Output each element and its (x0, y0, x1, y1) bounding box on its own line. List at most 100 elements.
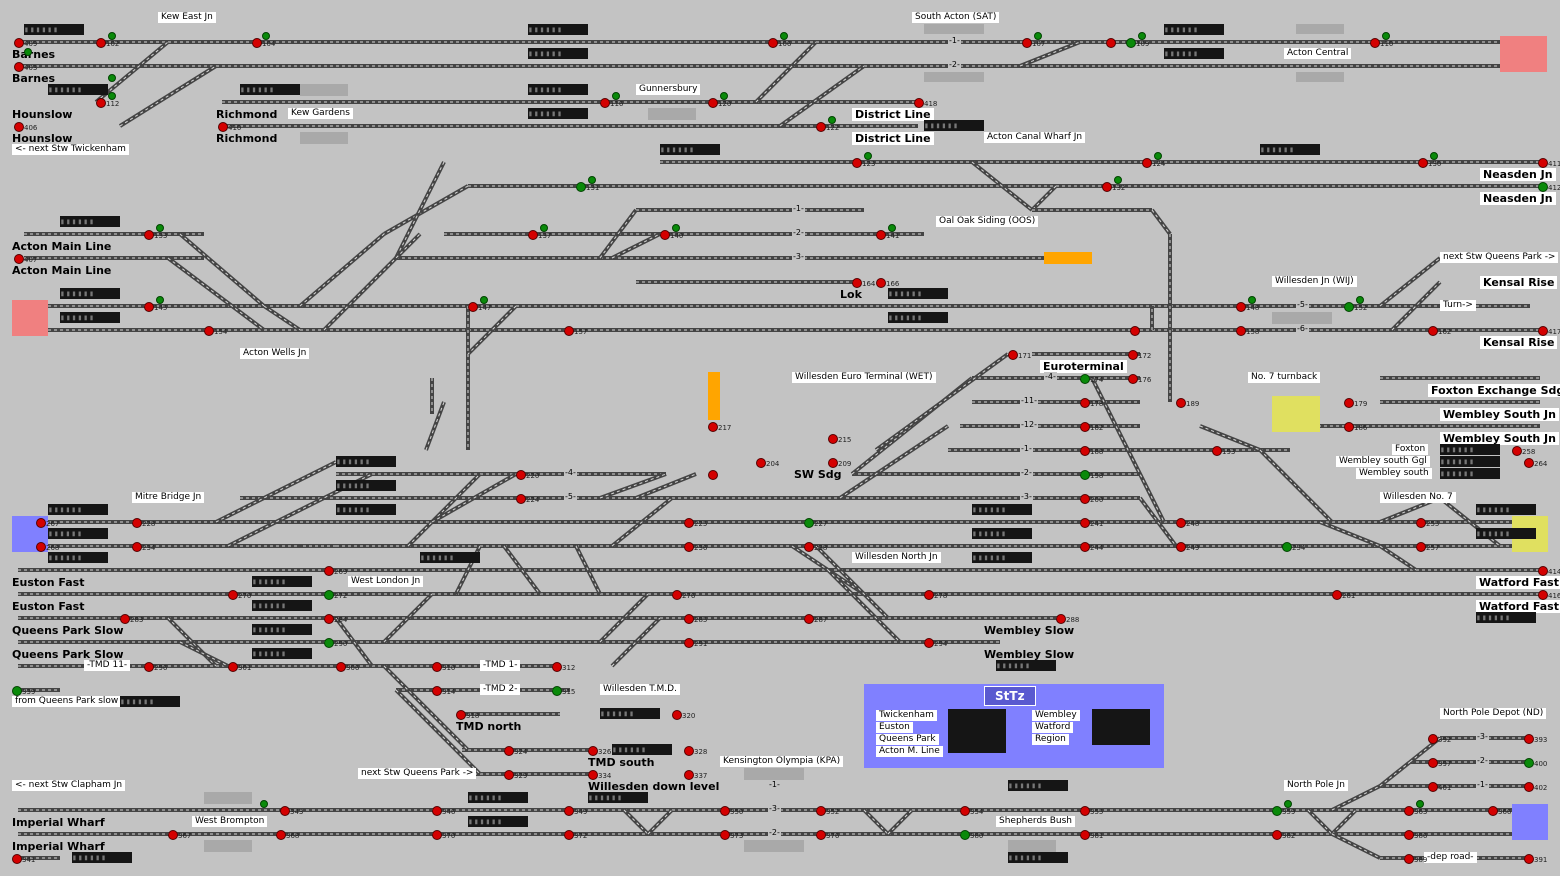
track-diagonal-65[interactable] (467, 305, 517, 355)
signal-114[interactable] (1272, 830, 1282, 840)
track-diagonal-53[interactable] (622, 808, 650, 836)
signal-108[interactable] (432, 830, 442, 840)
track-diagonal-37[interactable] (611, 497, 673, 547)
signal-44[interactable] (828, 434, 838, 444)
signal-118[interactable] (1428, 734, 1438, 744)
signal-127[interactable] (14, 38, 24, 48)
route-block-2[interactable]: ▮▮▮▮▮▮ (60, 216, 120, 227)
signal-47[interactable] (516, 494, 526, 504)
signal-66[interactable] (228, 590, 238, 600)
route-block-34[interactable]: ▮▮▮▮▮▮ (468, 792, 528, 803)
signal-46[interactable] (516, 470, 526, 480)
signal-12[interactable] (1418, 158, 1428, 168)
signal-29[interactable] (1008, 350, 1018, 360)
route-block-37[interactable]: ▮▮▮▮▮▮ (1008, 852, 1068, 863)
track-diagonal-51[interactable] (599, 593, 649, 643)
signal-54[interactable] (1080, 518, 1090, 528)
track-diagonal-6[interactable] (394, 161, 446, 259)
signal-130[interactable] (1538, 182, 1548, 192)
signal-75[interactable] (1056, 614, 1066, 624)
signal-124[interactable] (14, 62, 24, 72)
route-block-28[interactable]: ▮▮▮▮▮▮ (972, 504, 1032, 515)
signal-52[interactable] (684, 542, 694, 552)
track-diagonal-35[interactable] (635, 473, 697, 499)
signal-1[interactable] (252, 38, 262, 48)
signal-20[interactable] (468, 302, 478, 312)
signal-137[interactable] (708, 470, 718, 480)
signal-58[interactable] (1282, 542, 1292, 552)
route-block-18[interactable]: ▮▮▮▮▮▮ (336, 480, 396, 491)
track-diagonal-43[interactable] (815, 545, 889, 619)
track-diagonal-14[interactable] (971, 161, 1033, 211)
track-diagonal-59[interactable] (1331, 833, 1381, 859)
route-block-4[interactable]: ▮▮▮▮▮▮ (60, 312, 120, 323)
signal-0[interactable] (96, 38, 106, 48)
track-diagonal-52[interactable] (611, 617, 661, 667)
track-diagonal-47[interactable] (335, 617, 373, 667)
track-diagonal-58[interactable] (1330, 808, 1358, 836)
track-diagonal-4[interactable] (1019, 41, 1081, 67)
signal-69[interactable] (924, 590, 934, 600)
panel-item-watford[interactable]: Watford (1032, 722, 1074, 733)
signal-53[interactable] (804, 542, 814, 552)
signal-45[interactable] (708, 422, 718, 432)
track-diagonal-39[interactable] (1379, 545, 1417, 571)
signal-120[interactable] (1428, 758, 1438, 768)
route-block-20[interactable]: ▮▮▮▮▮▮ (48, 504, 108, 515)
track-diagonal-22[interactable] (1259, 449, 1333, 523)
turnback-zone[interactable] (1272, 396, 1320, 432)
signal-95[interactable] (12, 854, 22, 864)
signal-79[interactable] (144, 662, 154, 672)
signal-43[interactable] (828, 458, 838, 468)
signal-96[interactable] (280, 806, 290, 816)
signal-101[interactable] (960, 806, 970, 816)
signal-4[interactable] (1126, 38, 1136, 48)
track-diagonal-54[interactable] (646, 808, 674, 836)
route-block-40[interactable]: ▮▮▮▮▮▮ (1476, 528, 1536, 539)
route-block-38[interactable]: ▮▮▮▮▮▮ (72, 852, 132, 863)
track-diagonal-20[interactable] (1391, 281, 1441, 331)
signal-24[interactable] (564, 326, 574, 336)
route-block-23[interactable]: ▮▮▮▮▮▮ (252, 576, 312, 587)
track-diagonal-13[interactable] (323, 233, 421, 331)
signal-59[interactable] (1416, 518, 1426, 528)
track-diagonal-24[interactable] (1091, 377, 1165, 523)
panel-item-wembley[interactable]: Wembley (1032, 710, 1080, 721)
signal-93[interactable] (684, 770, 694, 780)
signal-5[interactable] (1370, 38, 1380, 48)
route-block-1[interactable]: ▮▮▮▮▮▮ (48, 84, 108, 95)
signal-88[interactable] (504, 746, 514, 756)
route-block-9[interactable]: ▮▮▮▮▮▮ (528, 108, 588, 119)
track-diagonal-41[interactable] (1439, 497, 1501, 547)
signal-106[interactable] (168, 830, 178, 840)
signal-9[interactable] (816, 122, 826, 132)
route-block-31[interactable]: ▮▮▮▮▮▮ (120, 696, 180, 707)
track-diagonal-56[interactable] (886, 808, 914, 836)
signal-87[interactable] (672, 710, 682, 720)
route-block-24[interactable]: ▮▮▮▮▮▮ (252, 600, 312, 611)
boundary-zone-north-pole[interactable] (1512, 804, 1548, 840)
signal-81[interactable] (336, 662, 346, 672)
signal-129[interactable] (1538, 158, 1548, 168)
route-block-44[interactable]: ▮▮▮▮▮▮ (1440, 468, 1500, 479)
signal-73[interactable] (684, 614, 694, 624)
signal-89[interactable] (588, 746, 598, 756)
track-diagonal-1[interactable] (119, 65, 217, 127)
track-diagonal-8[interactable] (611, 233, 661, 259)
panel-item-euston[interactable]: Euston (876, 722, 913, 733)
route-block-15[interactable]: ▮▮▮▮▮▮ (888, 288, 948, 299)
track-diagonal-38[interactable] (1319, 521, 1381, 547)
signal-57[interactable] (1176, 542, 1186, 552)
signal-63[interactable] (36, 518, 46, 528)
signal-39[interactable] (1212, 446, 1222, 456)
signal-30[interactable] (1128, 350, 1138, 360)
route-block-39[interactable]: ▮▮▮▮▮▮ (1476, 504, 1536, 515)
signal-49[interactable] (804, 518, 814, 528)
route-block-21[interactable]: ▮▮▮▮▮▮ (48, 528, 108, 539)
signal-42[interactable] (756, 458, 766, 468)
signal-3[interactable] (1022, 38, 1032, 48)
track-diagonal-33[interactable] (503, 545, 541, 595)
signal-61[interactable] (1512, 446, 1522, 456)
signal-50[interactable] (132, 518, 142, 528)
route-block-33[interactable]: ▮▮▮▮▮▮ (612, 744, 672, 755)
